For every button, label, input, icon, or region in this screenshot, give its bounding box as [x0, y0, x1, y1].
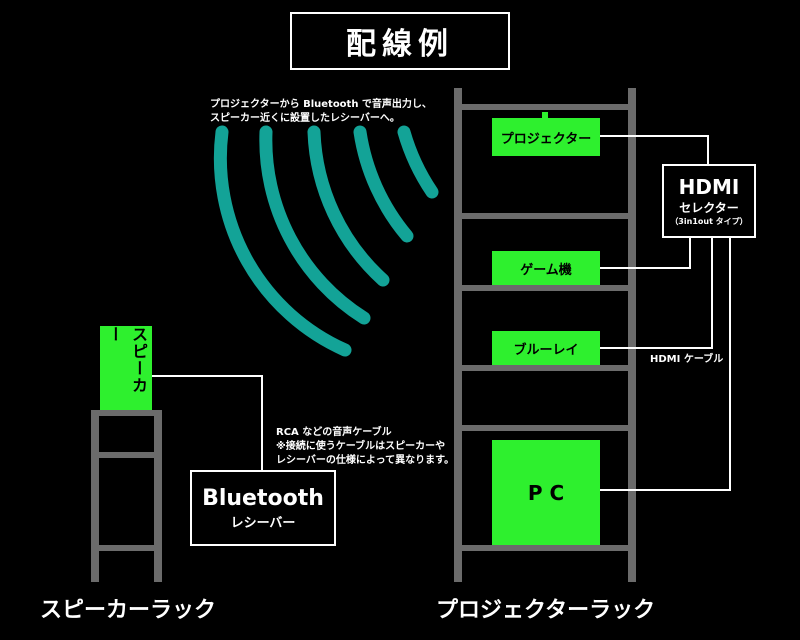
rca-note: RCA などの音声ケーブル ※接続に使うケーブルはスピーカーや レシーバーの仕様… — [276, 426, 454, 468]
speaker-rack — [91, 410, 162, 582]
rca-note-line-3: レシーバーの仕様によって異なります。 — [276, 455, 455, 466]
receiver-title: Bluetooth — [202, 485, 324, 511]
cable-bluray-selector — [600, 238, 713, 349]
cable-speaker-receiver — [152, 375, 263, 470]
receiver-subtitle: レシーバー — [230, 515, 296, 531]
bluetooth-receiver-box: Bluetooth レシーバー — [190, 470, 336, 546]
bluray-box: ブルーレイ — [492, 331, 600, 365]
selector-detail: （3in1out タイプ） — [670, 217, 748, 226]
pc-box: P C — [492, 440, 600, 545]
hdmi-cable-note: HDMI ケーブル — [650, 354, 724, 365]
selector-title: HDMI — [678, 175, 740, 199]
speaker-box: スピーカー — [100, 326, 152, 410]
selector-subtitle: セレクター — [679, 201, 739, 215]
page-title: 配線例 — [290, 12, 510, 70]
cables — [152, 135, 731, 491]
cable-pc-selector — [600, 238, 731, 491]
rca-note-line-1: RCA などの音声ケーブル — [276, 427, 392, 438]
wireless-note: プロジェクターから Bluetooth で音声出力し、 スピーカー近くに設置した… — [210, 98, 432, 126]
projector-box: プロジェクター — [492, 118, 600, 156]
game-console-box: ゲーム機 — [492, 251, 600, 285]
hdmi-selector-box: HDMI セレクター （3in1out タイプ） — [662, 164, 756, 238]
bluetooth-waves — [213, 125, 439, 357]
rca-note-line-2: ※接続に使うケーブルはスピーカーや — [276, 441, 446, 452]
wireless-note-line-1: プロジェクターから Bluetooth で音声出力し、 — [210, 99, 432, 110]
projector-rack-label: プロジェクターラック — [436, 598, 656, 623]
cable-selector-projector — [600, 135, 709, 164]
speaker-rack-label: スピーカーラック — [40, 598, 217, 623]
cable-game-selector — [600, 238, 691, 269]
projector-rack — [454, 88, 636, 582]
wireless-note-line-2: スピーカー近くに設置したレシーバーへ。 — [210, 113, 400, 124]
